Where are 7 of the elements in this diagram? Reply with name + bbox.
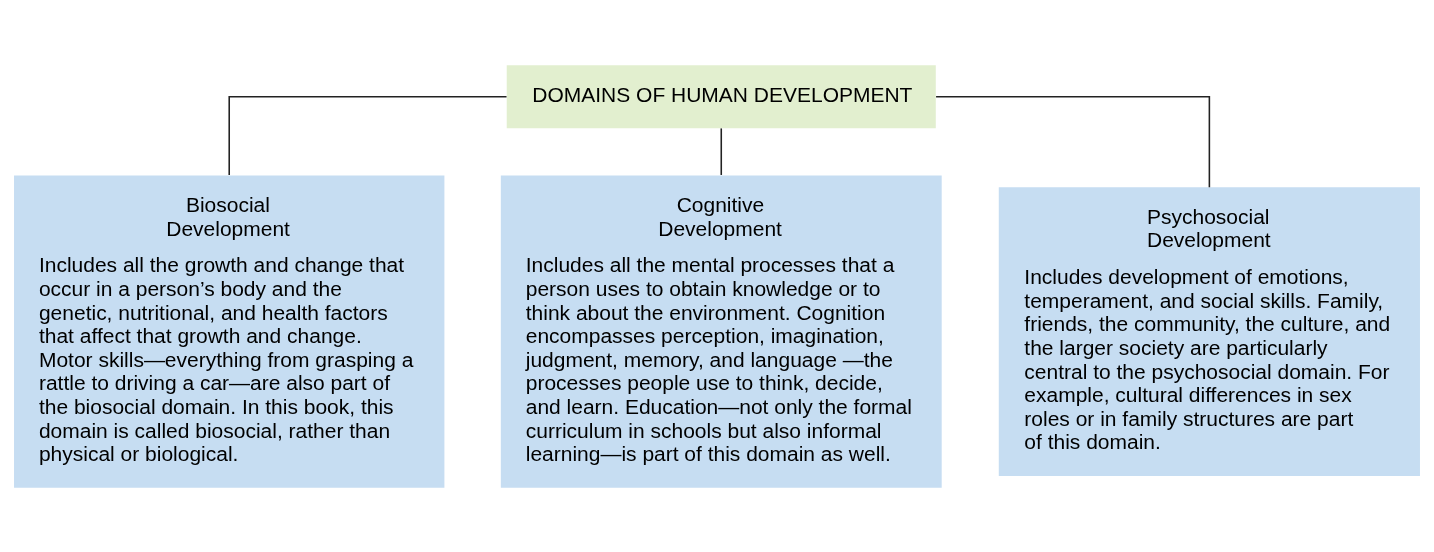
connector <box>228 95 508 176</box>
connector <box>720 127 723 176</box>
node-box: Cognitive Development Includes all the mental processes that a person uses to obtain knowledge or to think about the environment. Cognition encompasses perception, imagination, judgment, memory, and language —the processes people use to think, decide, and learn. Education—not only the formal curriculum in schools but also informal learning—is part of this domain as well. <box>500 174 942 488</box>
node-box: Psychosocial Development Includes development of emotions, temperament, and social skills. Family, friends, the community, the culture, and the larger society are particularly central to the psychosocial domain. For example, cultural differences in sex roles or in family structures are part of this domain. <box>998 186 1420 476</box>
node-box: DOMAINS OF HUMAN DEVELOPMENT <box>506 64 936 128</box>
node-box: Biosocial Development Includes all the growth and change that occur in a person’s body and the genetic, nutritional, and health factors that affect that growth and change. Motor skills—everything from grasping a rattle to driving a car—are also part of the biosocial domain. In this book, this domain is called biosocial, rather than physical or biological. <box>14 174 445 488</box>
connector <box>935 95 1211 188</box>
